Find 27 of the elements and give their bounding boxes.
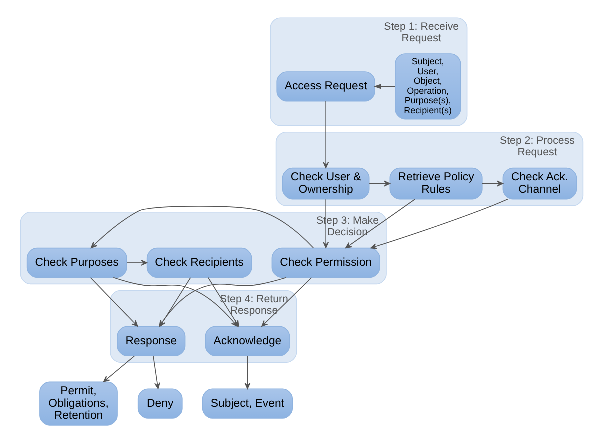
arrow bbox=[345, 198, 416, 249]
node-box: Check Ack. Channel bbox=[502, 168, 578, 200]
arrow bbox=[482, 180, 504, 187]
arrow bbox=[370, 199, 508, 250]
arrow bbox=[323, 199, 330, 248]
node-box: Deny bbox=[138, 388, 183, 419]
node-box: Check Recipients bbox=[146, 248, 252, 278]
node-box: Subject, User, Object, Operation, Purpose(s), Recipient(s) bbox=[395, 54, 462, 120]
node-box: Subject, Event bbox=[202, 388, 294, 419]
node-box: Check User & Ownership bbox=[282, 168, 370, 200]
node-box: Retrieve Policy Rules bbox=[390, 168, 483, 200]
arrow bbox=[126, 260, 148, 266]
node-box: Response bbox=[117, 326, 186, 356]
arrow bbox=[90, 277, 138, 327]
arrow bbox=[262, 277, 312, 327]
arrow bbox=[90, 206, 314, 249]
arrow bbox=[374, 84, 396, 90]
node-box: Acknowledge bbox=[205, 326, 290, 356]
arrow bbox=[323, 100, 330, 169]
node-box: Access Request bbox=[276, 72, 376, 102]
node-box: Check Purposes bbox=[26, 248, 128, 278]
arrow bbox=[153, 356, 160, 390]
arrow bbox=[103, 356, 135, 382]
node-box: Permit, Obligations, Retention bbox=[40, 382, 118, 426]
arrow bbox=[244, 356, 251, 390]
arrow bbox=[369, 180, 391, 187]
node-box: Check Permission bbox=[272, 248, 380, 278]
